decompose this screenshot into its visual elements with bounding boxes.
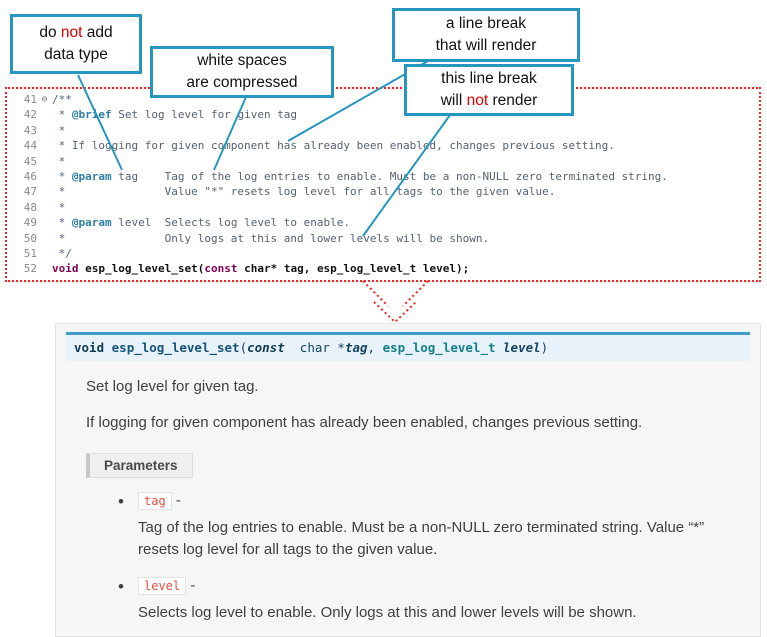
code-text: void esp_log_level_set(const char* tag, … [52, 262, 470, 276]
line-number: 47 [23, 185, 37, 199]
callout-text: white spaces [197, 51, 287, 69]
fold-gutter [37, 154, 52, 169]
fold-gutter [37, 231, 52, 246]
line-number: 42 [23, 108, 37, 122]
callout-break-render: a line break that will render [392, 8, 580, 62]
param-dash: - [186, 577, 196, 594]
code-editor: 41 ⊖ /** 42 * @brief Set log level for g… [5, 87, 761, 282]
fold-gutter [37, 215, 52, 230]
fold-gutter [37, 200, 52, 215]
fold-gutter [37, 246, 52, 261]
line-number: 52 [23, 262, 37, 276]
fold-gutter [37, 138, 52, 153]
fold-collapse-icon[interactable]: ⊖ [41, 94, 48, 105]
code-line: 51 */ [7, 246, 759, 261]
code-text: /** [52, 93, 72, 106]
callout-text: will not render [440, 92, 538, 109]
doc-description: If logging for given component has alrea… [86, 414, 643, 431]
fold-gutter [37, 107, 52, 122]
callout-text: that will render [435, 37, 537, 54]
callout-text: data type [44, 46, 108, 63]
callout-text: are compressed [186, 74, 298, 91]
code-text: * [52, 123, 66, 137]
code-line: 44 * If logging for given component has … [7, 138, 759, 153]
fold-gutter [37, 123, 52, 138]
rendered-doc-panel: void esp_log_level_set(const char *tag, … [55, 323, 761, 637]
code-line-declaration: 52 void esp_log_level_set(const char* ta… [7, 261, 759, 276]
fold-gutter [37, 261, 52, 276]
param-description: Selects log level to enable. Only logs a… [138, 604, 637, 621]
code-text: */ [52, 246, 72, 260]
code-line: 49 * @param level Selects log level to e… [7, 215, 759, 230]
line-number: 48 [23, 200, 37, 214]
fold-gutter [37, 169, 52, 184]
code-line: 46 * @param tag Tag of the log entries t… [7, 169, 759, 184]
code-line: 41 ⊖ /** [7, 92, 759, 107]
code-text: * @param level Selects log level to enab… [52, 216, 351, 230]
callout-text: do not add [39, 23, 113, 41]
line-number: 45 [23, 154, 37, 168]
line-number: 49 [23, 216, 37, 230]
line-number: 43 [23, 123, 37, 137]
param-description: Tag of the log entries to enable. Must b… [138, 519, 705, 558]
fold-gutter [37, 184, 52, 199]
render-arrow-icon [362, 280, 429, 324]
parameter-item-tag: tag - Tag of the log entries to enable. … [118, 492, 740, 561]
callout-no-datatype: do not add data type [10, 14, 142, 74]
code-text: * Only logs at this and lower levels wil… [52, 231, 490, 245]
line-number: 50 [23, 231, 37, 245]
param-dash: - [171, 492, 181, 509]
code-text: * If logging for given component has alr… [52, 139, 615, 153]
parameter-list: tag - Tag of the log entries to enable. … [56, 492, 760, 624]
callout-text: this line break [441, 69, 537, 87]
param-name-literal: level [138, 577, 187, 595]
callout-break-norender: this line break will not render [404, 64, 574, 116]
doc-brief: Set log level for given tag. [86, 378, 259, 395]
parameter-item-level: level - Selects log level to enable. Onl… [118, 577, 740, 624]
code-text: * Value "*" resets log level for all tag… [52, 185, 556, 199]
parameters-label: Parameters [86, 453, 193, 478]
param-name-literal: tag [138, 492, 172, 510]
code-line: 42 * @brief Set log level for given tag [7, 107, 759, 122]
line-number: 51 [23, 246, 37, 260]
function-signature: void esp_log_level_set(const char *tag, … [66, 332, 750, 361]
line-number: 44 [23, 139, 37, 153]
code-text: * @brief Set log level for given tag [52, 108, 298, 122]
code-line: 48 * [7, 200, 759, 215]
code-text: * [52, 200, 66, 214]
callout-whitespace: white spaces are compressed [150, 46, 334, 98]
code-line: 50 * Only logs at this and lower levels … [7, 231, 759, 246]
code-text: * [52, 154, 66, 168]
line-number: 46 [23, 169, 37, 183]
code-line: 43 * [7, 123, 759, 138]
code-text: * @param tag Tag of the log entries to e… [52, 169, 668, 183]
callout-text: a line break [445, 14, 527, 32]
code-line: 47 * Value "*" resets log level for all … [7, 184, 759, 199]
code-line: 45 * [7, 154, 759, 169]
line-number: 41 [23, 93, 37, 106]
